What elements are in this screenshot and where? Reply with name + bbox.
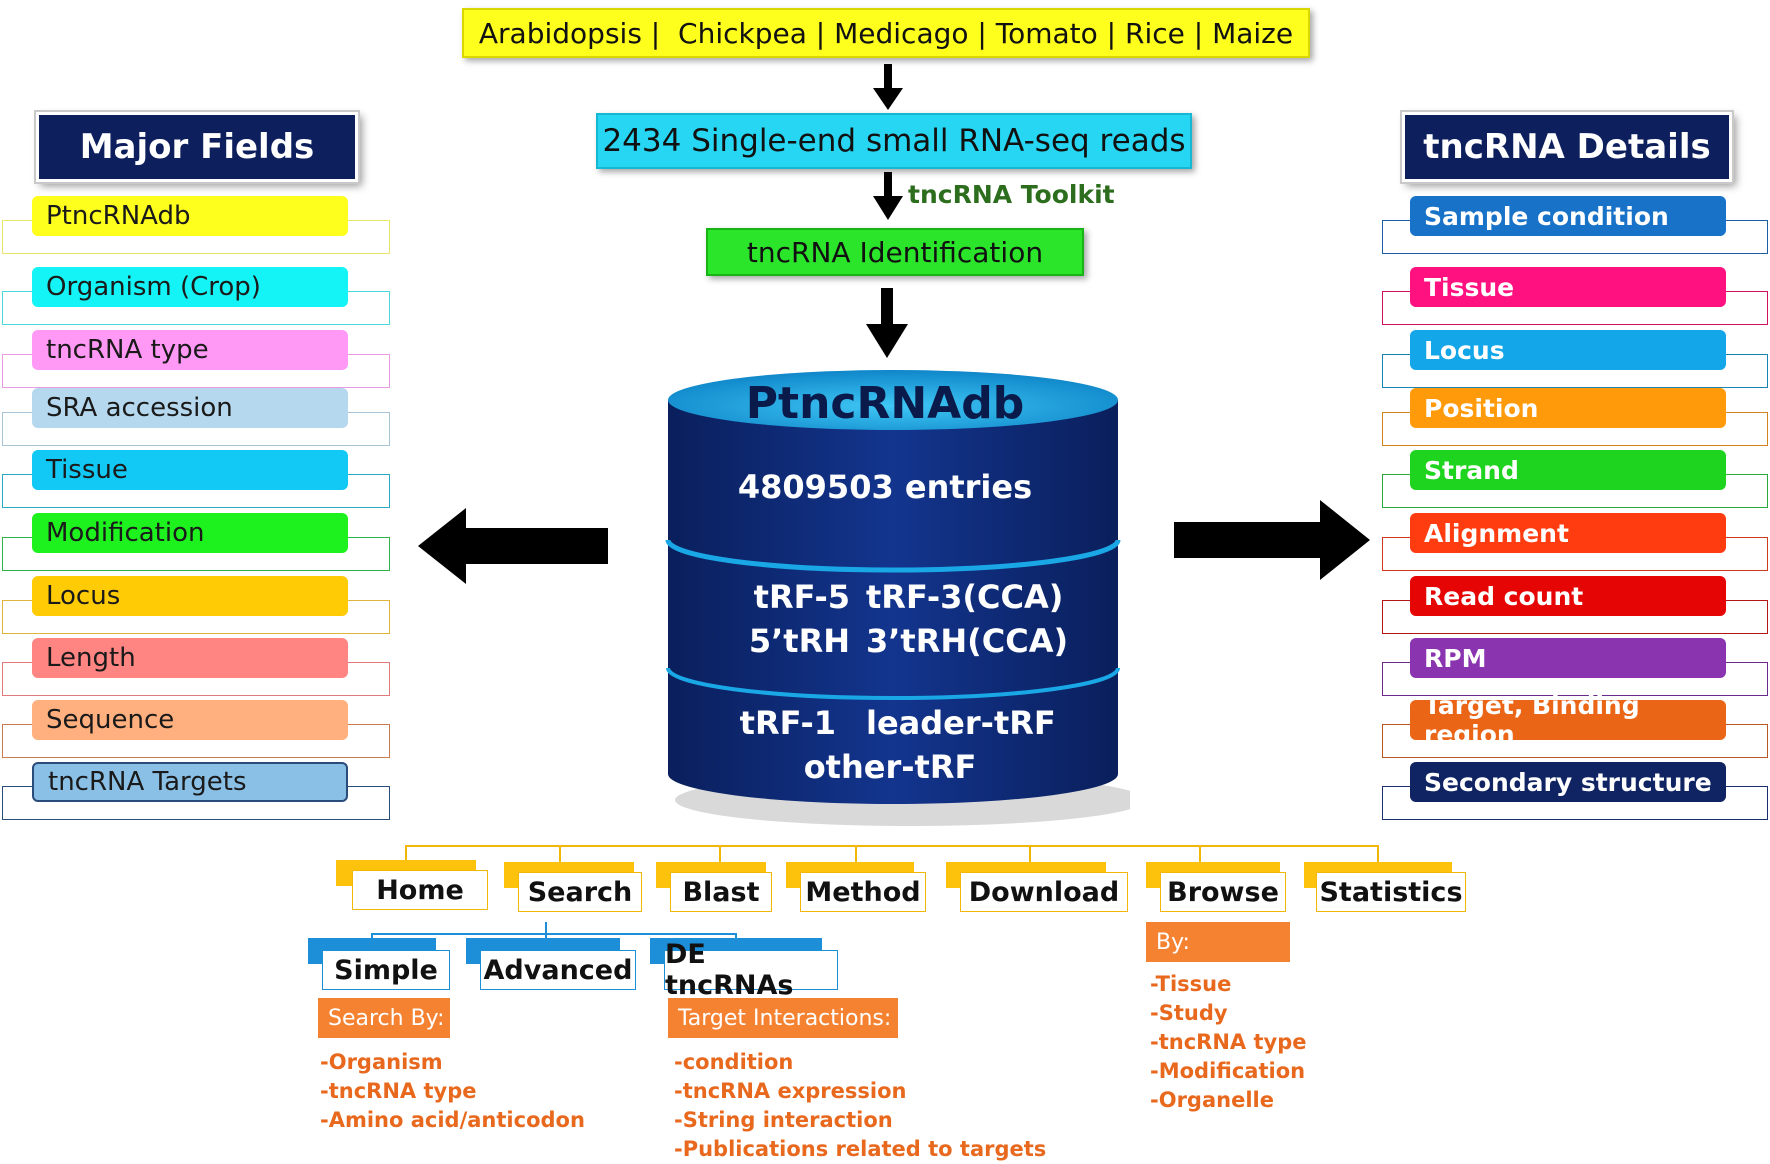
nav-simple[interactable]: Simple (322, 950, 450, 990)
toolkit-label: tncRNA Toolkit (908, 180, 1115, 209)
organisms-bar: Arabidopsis | Chickpea | Medicago | Toma… (462, 8, 1310, 58)
tncrna-detail-tissue: Tissue (1410, 267, 1726, 307)
target-item: -Publications related to targets (674, 1137, 1047, 1161)
tncrna-detail-rpm: RPM (1410, 638, 1726, 678)
other-trf-label: other-tRF (803, 748, 977, 786)
major-field-locus: Locus (32, 576, 348, 616)
arrow-down-icon (873, 64, 903, 110)
reads-box: 2434 Single-end small RNA-seq reads (596, 113, 1192, 169)
target-item: -tncRNA expression (674, 1079, 907, 1103)
database-cylinder (665, 370, 1130, 826)
major-field-tissue: Tissue (32, 450, 348, 490)
major-field-sra-accession: SRA accession (32, 388, 348, 428)
search-by-label: Search By: (318, 998, 450, 1038)
nav-advanced[interactable]: Advanced (480, 950, 636, 990)
arrow-down-icon (866, 288, 908, 358)
trf5-label: tRF-5 (753, 578, 850, 616)
trf1-label: tRF-1 (739, 704, 836, 742)
identification-box: tncRNA Identification (706, 228, 1084, 276)
search-by-item: -Organism (320, 1050, 443, 1074)
major-field-tncrna-type: tncRNA type (32, 330, 348, 370)
target-interactions-label: Target Interactions: (668, 998, 898, 1038)
trh3-label: 3’tRH(CCA) (866, 622, 1069, 660)
tncrna-detail-position: Position (1410, 388, 1726, 428)
leader-trf-label: leader-tRF (866, 704, 1056, 742)
target-item: -condition (674, 1050, 794, 1074)
browse-item: -Tissue (1150, 972, 1232, 996)
browse-by-label: By: (1146, 922, 1290, 962)
browse-item: -Modification (1150, 1059, 1306, 1083)
db-name: PtncRNAdb (745, 378, 1025, 429)
target-item: -String interaction (674, 1108, 893, 1132)
nav-download[interactable]: Download (960, 872, 1128, 912)
arrow-down-icon (873, 172, 903, 220)
tncrna-detail-locus: Locus (1410, 330, 1726, 370)
browse-by-list: -Tissue -Study -tncRNA type -Modificatio… (1150, 970, 1306, 1115)
trh5-label: 5’tRH (748, 622, 850, 660)
trf3-label: tRF-3(CCA) (866, 578, 1064, 616)
nav-home[interactable]: Home (352, 870, 488, 910)
nav-search[interactable]: Search (518, 872, 642, 912)
browse-item: -Study (1150, 1001, 1228, 1025)
major-field-length: Length (32, 638, 348, 678)
arrow-left-icon (418, 508, 608, 584)
tncrna-detail-secondary-structure: Secondary structure (1410, 762, 1726, 802)
major-field-tncrna-targets: tncRNA Targets (32, 762, 348, 802)
browse-item: -tncRNA type (1150, 1030, 1307, 1054)
major-field-sequence: Sequence (32, 700, 348, 740)
nav-statistics[interactable]: Statistics (1316, 872, 1466, 912)
nav-browse[interactable]: Browse (1160, 872, 1286, 912)
arrow-right-icon (1174, 500, 1370, 580)
search-by-item: -Amino acid/anticodon (320, 1108, 585, 1132)
target-interactions-list: -condition -tncRNA expression -String in… (674, 1048, 1046, 1164)
nav-de-tncrnas[interactable]: DE tncRNAs (664, 939, 838, 1001)
tncrna-detail-alignment: Alignment (1410, 513, 1726, 553)
tncrna-detail-sample-condition: Sample condition (1410, 196, 1726, 236)
browse-item: -Organelle (1150, 1088, 1274, 1112)
major-field-ptncrnadb: PtncRNAdb (32, 196, 348, 236)
search-by-list: -Organism -tncRNA type -Amino acid/antic… (320, 1048, 585, 1135)
nav-method[interactable]: Method (800, 872, 926, 912)
tncrna-detail-strand: Strand (1410, 450, 1726, 490)
nav-blast[interactable]: Blast (670, 872, 772, 912)
major-field-modification: Modification (32, 513, 348, 553)
major-field-organism-crop: Organism (Crop) (32, 267, 348, 307)
search-by-item: -tncRNA type (320, 1079, 477, 1103)
tncrna-detail-read-count: Read count (1410, 576, 1726, 616)
tncrna-details-header: tncRNA Details (1402, 112, 1732, 182)
major-fields-header: Major Fields (36, 112, 358, 182)
tncrna-detail-target-binding-region: Target, Binding region (1410, 691, 1726, 749)
db-entries: 4809503 entries (737, 468, 1033, 506)
